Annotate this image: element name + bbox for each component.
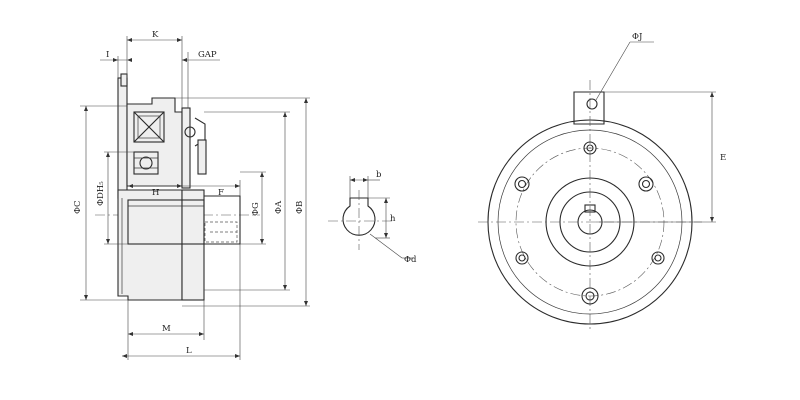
label-GAP: GAP — [198, 50, 217, 60]
label-phiDH: ΦDH₅ — [96, 181, 106, 206]
label-phiB: ΦB — [295, 201, 305, 214]
coil-winding — [133, 111, 165, 143]
label-h: h — [390, 214, 396, 224]
keyway-detail-view — [328, 176, 414, 259]
label-phiG: ΦG — [251, 202, 261, 216]
anti-rotation-tab — [573, 91, 605, 125]
key-bore-profile — [342, 197, 376, 236]
label-M: M — [162, 324, 171, 334]
label-F: F — [218, 188, 224, 198]
label-H: H — [152, 188, 159, 198]
hub-right — [181, 189, 205, 301]
label-E: E — [720, 153, 726, 163]
label-K: K — [152, 30, 159, 40]
front-view — [478, 41, 716, 330]
label-phiC: ΦC — [73, 201, 83, 214]
label-phiA: ΦA — [274, 200, 284, 214]
label-phiJ-top: ΦJ — [632, 32, 643, 42]
label-L: L — [186, 346, 192, 356]
label-b: b — [376, 170, 382, 180]
shaft-bore — [127, 199, 205, 245]
label-phid: Φd — [404, 255, 417, 265]
bolt-holes — [514, 141, 665, 305]
side-section-view — [80, 36, 310, 360]
bearing — [133, 151, 159, 175]
label-I: I — [106, 50, 109, 60]
armature-disc — [181, 107, 191, 189]
mounting-flange — [117, 77, 128, 199]
